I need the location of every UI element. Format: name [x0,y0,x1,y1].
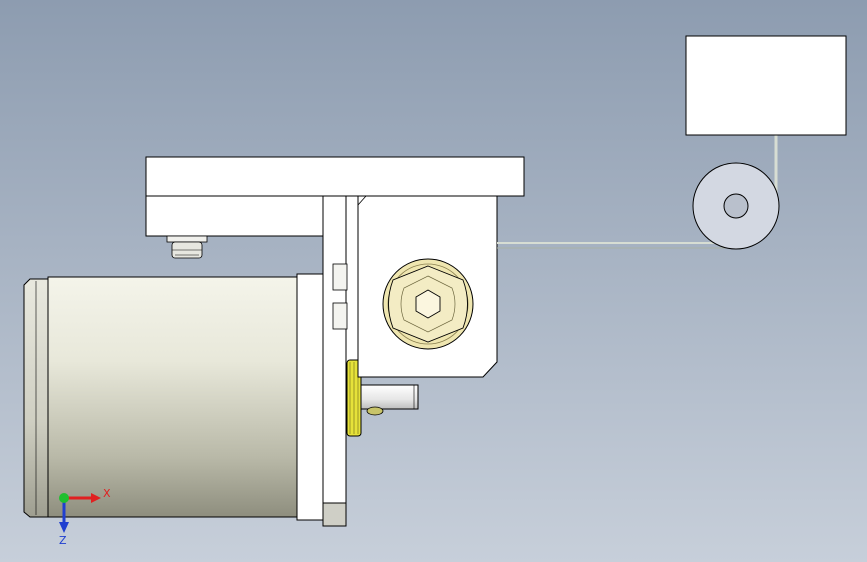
adjuster-nut[interactable] [382,258,474,350]
x-axis-arrowhead [91,493,101,503]
z-axis-arrowhead [59,522,69,533]
coordinate-triad: X Z [59,487,111,547]
x-axis-label: X [103,487,111,500]
top-plate[interactable] [145,156,525,197]
fitting-nozzle[interactable] [166,235,208,259]
vertical-mount-plate[interactable] [322,195,359,527]
z-axis-label: Z [59,534,67,547]
idler-pulley[interactable] [692,162,780,250]
motor-body[interactable] [23,273,347,527]
bracket-block[interactable] [145,195,324,237]
output-shaft[interactable] [360,384,419,416]
triad-origin [59,493,69,503]
tension-block[interactable] [685,35,847,136]
